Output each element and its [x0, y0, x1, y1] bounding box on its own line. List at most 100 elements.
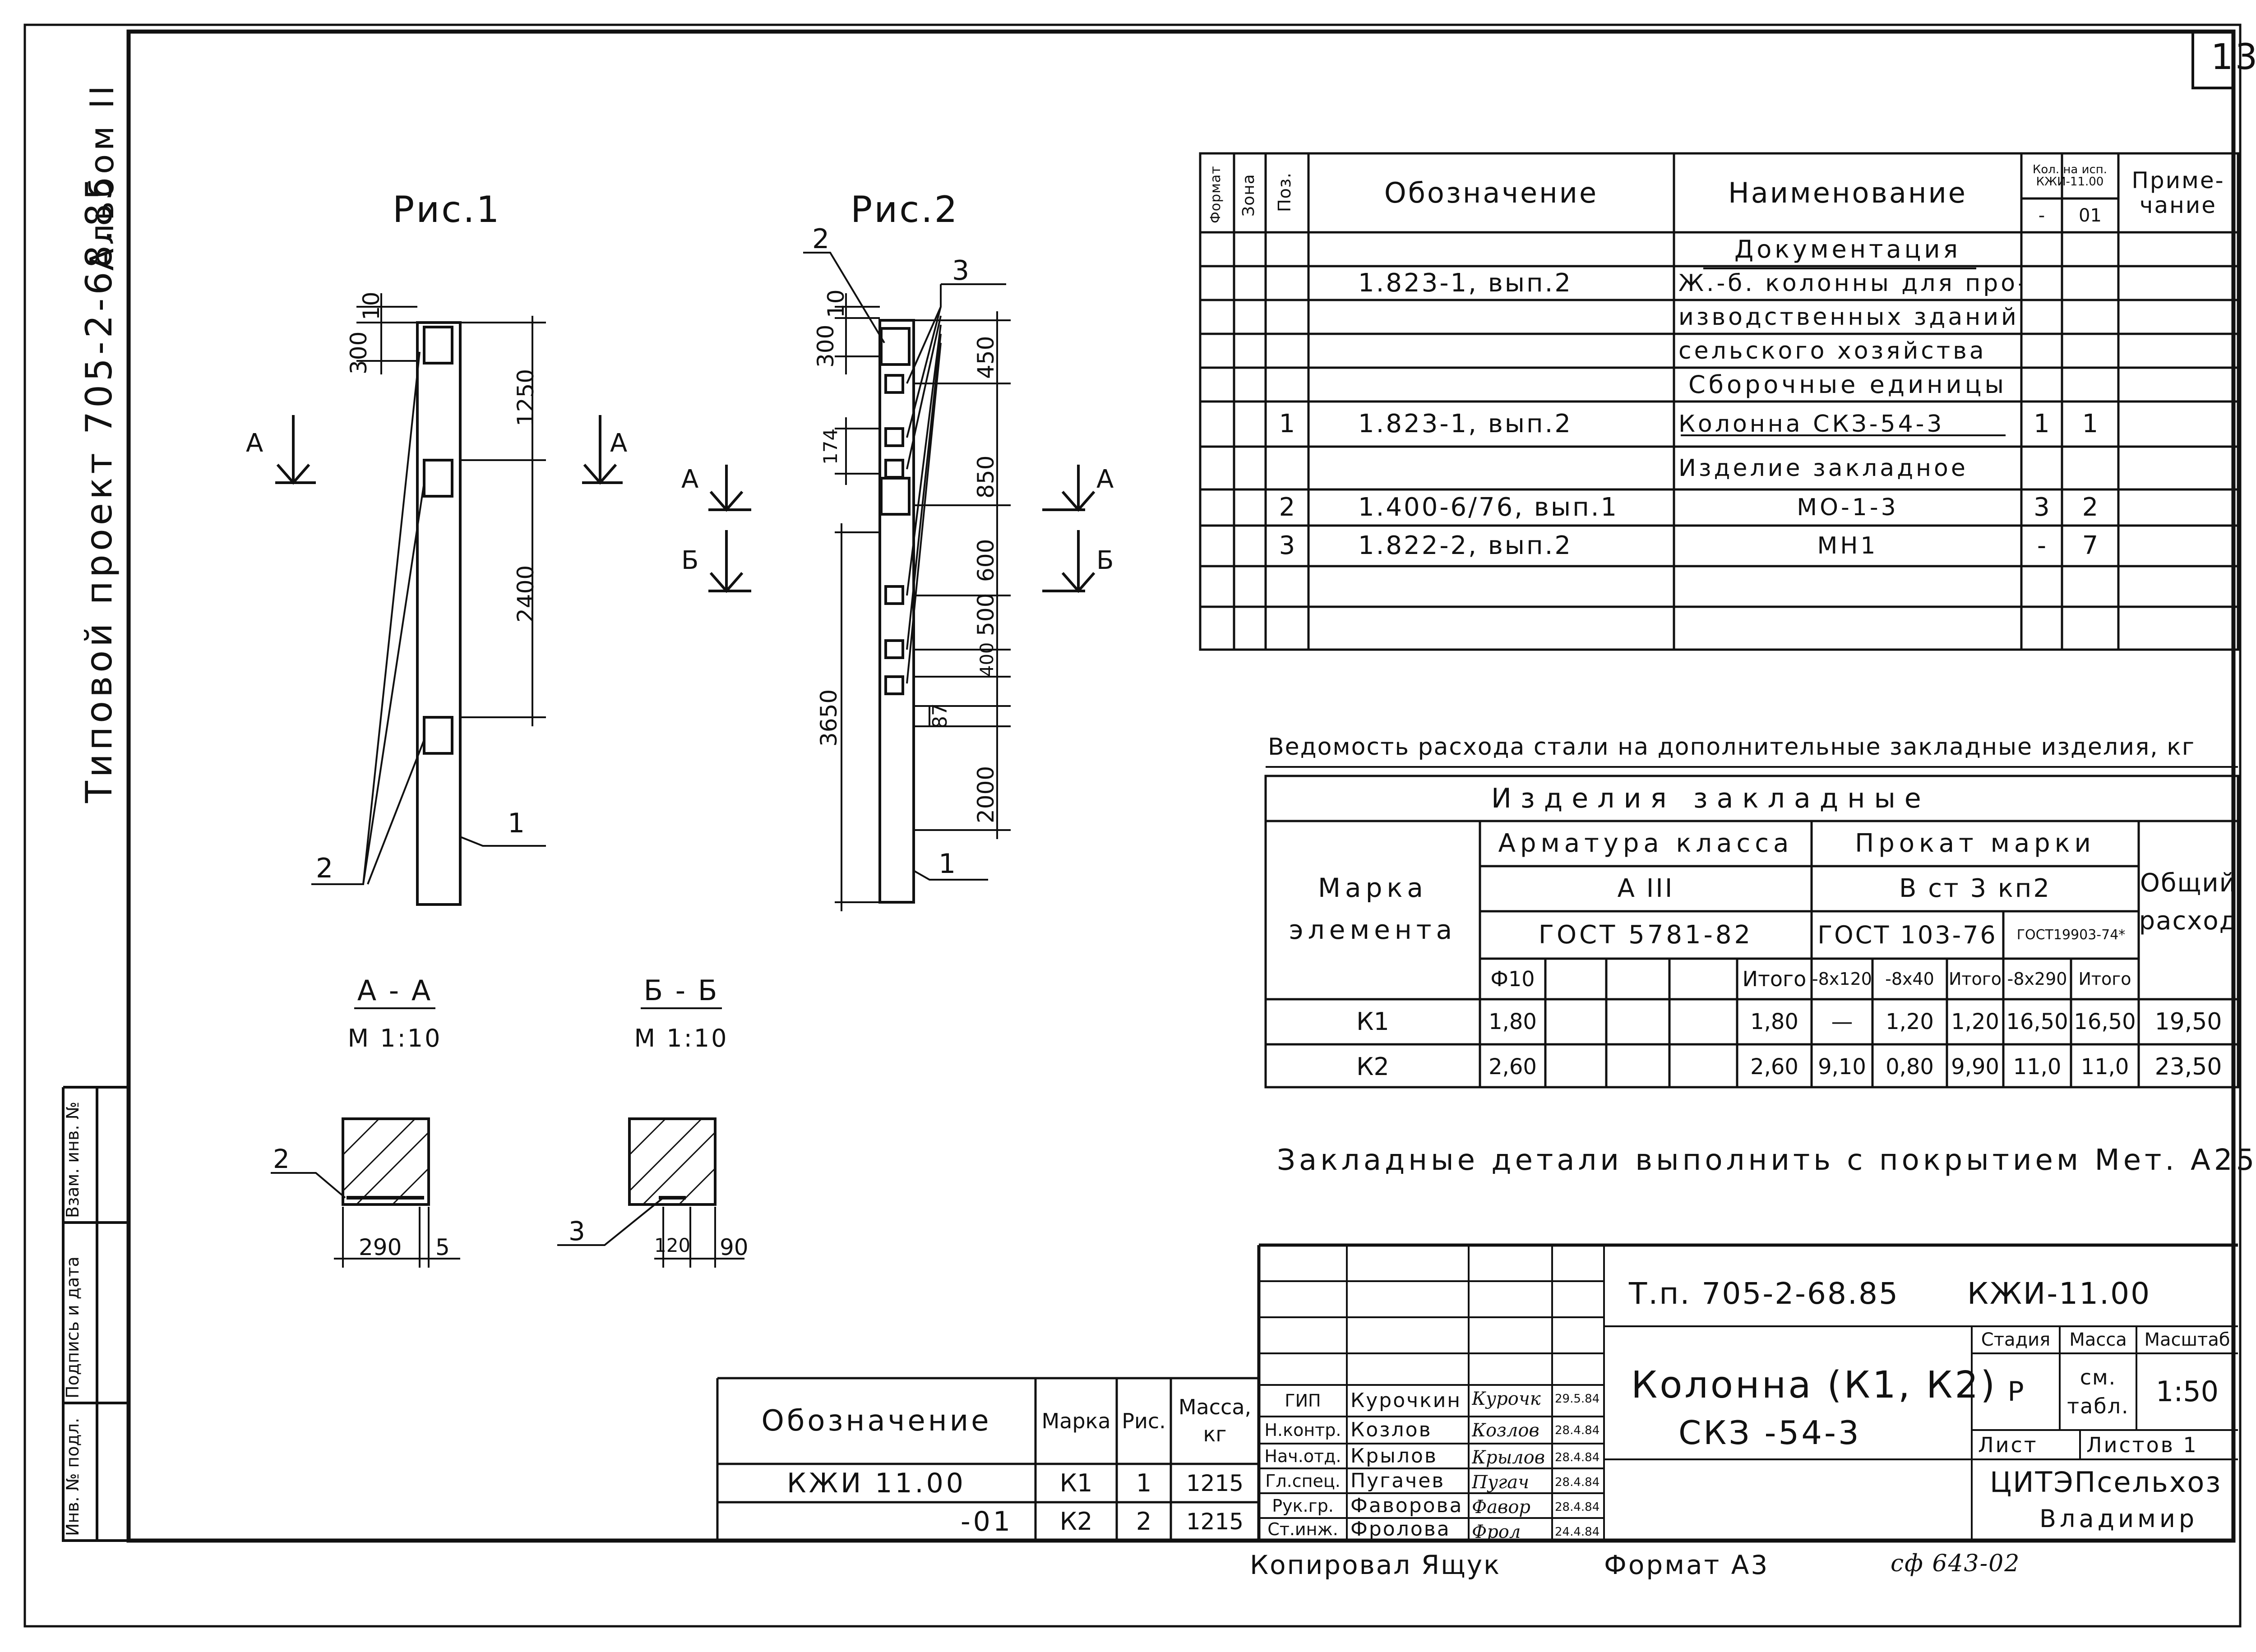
staff-name: Фаворова — [1350, 1494, 1463, 1517]
staff-date: 28.4.84 — [1555, 1451, 1600, 1464]
steel-cell: 16,50 — [2074, 1009, 2136, 1034]
spec-row-name: Колонна СКЗ-54-3 — [1678, 411, 1945, 438]
album-label: Альбом II — [83, 82, 121, 271]
staff-role: ГИП — [1285, 1391, 1321, 1411]
steel-cell: 9,10 — [1818, 1054, 1866, 1080]
staff-signature: Крылов — [1472, 1447, 1545, 1468]
spec-header-qty: Кол. на исп. КЖИ-11.00 — [2032, 162, 2108, 189]
spec-row-name: МН1 — [1817, 532, 1878, 559]
steel-row-mark: К1 — [1356, 1007, 1389, 1036]
spec-row-pos — [1266, 232, 1308, 266]
spec-row-designation — [1308, 566, 1674, 607]
steel-col-header — [1545, 959, 1606, 999]
marks-row-fig: 2 — [1136, 1507, 1152, 1536]
marks-row-mark: К1 — [1059, 1468, 1093, 1497]
steel-col-header: -8х40 — [1885, 969, 1934, 989]
title-mass-value: см. табл. — [2067, 1365, 2129, 1418]
steel-arm-class: А III — [1617, 874, 1674, 903]
title-scale-value: 1:50 — [2155, 1375, 2219, 1408]
steel-row-total: 23,50 — [2154, 1053, 2222, 1080]
fig2-dim-850: 850 — [973, 455, 999, 498]
spec-header-qty-sub2: 01 — [2079, 205, 2102, 226]
marks-row-mass: 1215 — [1186, 1470, 1244, 1496]
stamp-replaced-inv: Взам. инв. № — [63, 1101, 83, 1218]
spec-row-designation — [1308, 334, 1674, 368]
steel-col-header: Итого — [2078, 969, 2131, 989]
steel-rolled-grade: В ст 3 кп2 — [1899, 874, 2051, 903]
steel-arm-gost: ГОСТ 5781-82 — [1538, 920, 1753, 950]
section-aa-dim-290: 290 — [359, 1234, 402, 1260]
marks-header-designation: Обозначение — [761, 1404, 992, 1438]
fig2-dim-174: 174 — [819, 428, 841, 465]
spec-row-designation: 1.822-2, вып.2 — [1358, 531, 1573, 560]
spec-row-designation: 1.823-1, вып.2 — [1358, 409, 1573, 438]
spec-row-name: сельского хозяйства — [1678, 337, 1987, 365]
sheet-number: 13 — [2211, 37, 2256, 78]
steel-col-header: Ф10 — [1490, 967, 1535, 991]
spec-row-name: Изделие закладное — [1678, 454, 1968, 482]
spec-header-designation: Обозначение — [1384, 176, 1599, 209]
spec-row-name — [1674, 566, 2021, 607]
section-aa-pos: 2 — [273, 1144, 291, 1174]
steel-cell — [1606, 1044, 1669, 1089]
spec-header-zone: Зона — [1239, 174, 1258, 217]
section-bb-pos: 3 — [569, 1216, 587, 1246]
staff-date: 28.4.84 — [1555, 1424, 1600, 1437]
fig2-mark-a-left: А — [681, 465, 701, 494]
fig2-pos-2: 2 — [812, 223, 832, 255]
staff-signature: Курочк — [1472, 1389, 1541, 1409]
steel-cell — [1545, 999, 1606, 1044]
fig1-section-mark-right: А — [610, 429, 629, 458]
steel-group-header: Изделия закладные — [1491, 783, 1930, 814]
steel-col-header: -8х120 — [1812, 969, 1872, 989]
fig2-dim-600: 600 — [973, 539, 999, 582]
fig2-mark-a-right: А — [1096, 465, 1116, 494]
steel-col-header: Итого — [1948, 969, 2002, 989]
title-org: ЦИТЭПсельхоз — [1990, 1466, 2222, 1499]
marks-header-mark: Марка — [1041, 1409, 1111, 1433]
spec-row-pos — [1266, 300, 1308, 334]
spec-row-designation — [1308, 368, 1674, 401]
fig2-dim-87: 87 — [929, 703, 952, 729]
spec-header-name: Наименование — [1728, 176, 1967, 209]
steel-rolled-title: Прокат марки — [1855, 829, 2095, 858]
marks-row-designation: -01 — [961, 1505, 1013, 1537]
staff-name: Курочкин — [1350, 1389, 1462, 1412]
spec-row-qty1 — [2021, 447, 2062, 489]
marks-row-fig: 1 — [1136, 1468, 1152, 1497]
steel-cell: 9,90 — [1951, 1054, 1999, 1080]
fig2-dim-3650: 3650 — [816, 689, 842, 747]
footer-format: Формат А3 — [1604, 1550, 1770, 1580]
staff-role: Н.контр. — [1264, 1420, 1341, 1440]
steel-rolled-gost1: ГОСТ 103-76 — [1817, 920, 1997, 949]
fig1-pos-2: 2 — [316, 853, 335, 884]
staff-role: Гл.спец. — [1265, 1471, 1341, 1491]
steel-mark-header: Марка элемента — [1289, 872, 1457, 945]
steel-cell: 1,80 — [1489, 1009, 1537, 1034]
steel-cell: 1,20 — [1951, 1009, 1999, 1034]
spec-row-pos — [1266, 368, 1308, 401]
steel-total-header: Общий расход — [2139, 868, 2238, 936]
spec-row-qty1 — [2021, 334, 2062, 368]
staff-name: Фролова — [1350, 1518, 1451, 1541]
steel-cell: 11,0 — [2013, 1054, 2062, 1080]
title-stage-value: Р — [2007, 1376, 2024, 1407]
spec-row-qty2: 2 — [2082, 493, 2099, 522]
title-org-city: Владимир — [2039, 1504, 2198, 1533]
title-project-code: Т.п. 705-2-68.85 — [1629, 1276, 1899, 1311]
title-doc-code: КЖИ-11.00 — [1967, 1276, 2151, 1311]
spec-row-name: Сборочные единицы — [1688, 370, 2007, 399]
spec-row-designation — [1308, 232, 1674, 266]
steel-arm-title: Арматура класса — [1498, 829, 1794, 858]
steel-col-header: -8х290 — [2007, 969, 2067, 989]
marks-header-fig: Рис. — [1122, 1409, 1166, 1433]
spec-row-qty1: 1 — [2034, 409, 2050, 438]
fig2-dim-2000: 2000 — [973, 766, 999, 823]
spec-row-name: изводственных зданий — [1678, 303, 2019, 331]
fig2-dim-400: 400 — [977, 642, 998, 677]
staff-name: Козлов — [1350, 1418, 1432, 1441]
steel-cell: — — [1831, 1009, 1853, 1034]
spec-row-qty2 — [2062, 266, 2118, 300]
steel-cell: 16,50 — [2006, 1009, 2068, 1034]
